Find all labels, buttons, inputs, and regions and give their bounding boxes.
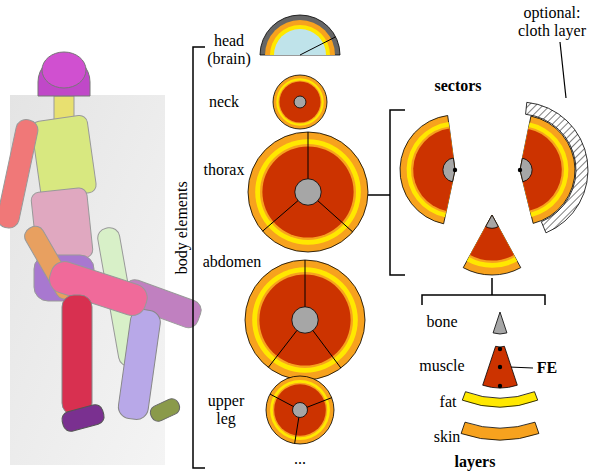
cloth-leader [560, 42, 566, 98]
skin-layer [520, 116, 575, 223]
node-dot [498, 384, 502, 388]
fat-layer [407, 122, 455, 217]
part-label: bone [426, 313, 457, 331]
inner-skin-band [520, 127, 564, 213]
inner-skin-band [273, 383, 327, 437]
skin-layer [273, 75, 327, 129]
head-fat [270, 25, 330, 55]
head-top [42, 52, 86, 88]
sector-line [295, 417, 299, 443]
fat-layer [467, 215, 518, 268]
upper-arm [0, 118, 40, 230]
sector-line [270, 394, 293, 406]
fat-piece [462, 392, 537, 407]
muscle-layer [413, 129, 455, 211]
muscle-layer [274, 384, 326, 436]
section-heading: FE [537, 359, 557, 377]
part-label: head (brain) [201, 32, 257, 67]
bone-piece [493, 312, 507, 334]
sector-line [318, 201, 353, 232]
head-outer [260, 15, 340, 55]
fat-layer [276, 78, 324, 126]
inner-skin-band [411, 126, 455, 213]
node-dot [453, 168, 457, 172]
inner-skin-band [469, 215, 515, 263]
section-heading: layers [455, 453, 496, 471]
sector-line [263, 201, 298, 232]
sectors-bracket [390, 110, 405, 275]
bone-layer [295, 179, 321, 205]
node-dot [518, 168, 522, 172]
head-line [300, 37, 336, 55]
part-label: abdomen [203, 253, 262, 271]
part-label: neck [209, 93, 239, 111]
sector-line [313, 331, 341, 368]
node-dot [498, 347, 502, 351]
fat-layer [270, 380, 330, 440]
mannequin [0, 52, 204, 465]
muscle-piece [483, 346, 518, 388]
fat-layer [520, 123, 568, 217]
sector-line [305, 260, 306, 307]
muscle-layer [520, 129, 562, 211]
skin-layer [463, 215, 521, 275]
part-label: ... [294, 450, 306, 468]
skin-layer [266, 376, 334, 444]
bone-layer [292, 307, 318, 333]
skin-layer [245, 260, 365, 380]
part-label: skin [434, 428, 461, 446]
bone-layer [294, 96, 306, 108]
inner-skin-band [278, 80, 321, 123]
part-label: fat [440, 393, 457, 411]
part-label: muscle [419, 357, 464, 375]
near-shin [62, 295, 92, 415]
skin-layer [400, 115, 455, 223]
sector-line [308, 132, 309, 179]
far-foot [148, 396, 182, 423]
skin-piece [461, 422, 539, 440]
part-label: optional: cloth layer [506, 4, 592, 39]
sector-line [307, 398, 332, 408]
part-label: thorax [204, 161, 245, 179]
head-skin [265, 20, 335, 55]
part-label: upper leg [202, 392, 250, 427]
skin-layer [248, 132, 368, 252]
sector-line [268, 330, 297, 367]
near-foot [60, 403, 106, 433]
section-heading: sectors [434, 77, 481, 95]
far-shin [117, 308, 162, 421]
muscle-layer [279, 81, 320, 122]
bone-layer [486, 215, 499, 228]
bone-layer [293, 403, 308, 418]
muscle-layer [470, 215, 514, 261]
part-label: body elements [172, 182, 190, 275]
link-line [368, 194, 390, 196]
thorax [31, 114, 97, 199]
fe-leader [509, 367, 533, 368]
brain [274, 29, 326, 55]
layers-bracket [422, 278, 545, 305]
node-dot [498, 365, 502, 369]
